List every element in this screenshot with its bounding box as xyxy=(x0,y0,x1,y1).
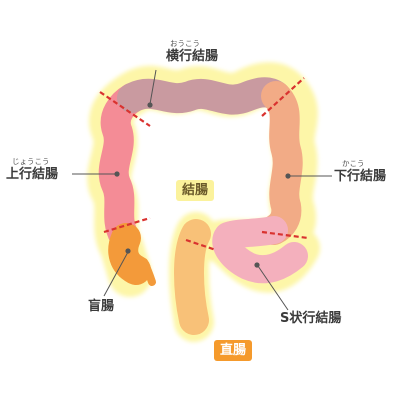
section-dividers xyxy=(99,77,309,252)
leader-dot-descending xyxy=(285,173,291,179)
divider-sigmoid-rectum xyxy=(185,238,217,252)
cecum-label: 盲腸 xyxy=(88,299,115,314)
sigmoid-colon-shape xyxy=(212,216,308,284)
ascending-colon-shape xyxy=(98,83,147,251)
divider-transverse-descending xyxy=(261,77,305,117)
sigmoid-colon-label: S状行結腸 xyxy=(280,311,342,326)
leader-dot-transverse xyxy=(147,102,153,108)
descending-colon-label: 下行結腸 xyxy=(334,169,387,184)
leader-lines xyxy=(72,69,332,311)
leader-cecum xyxy=(103,251,129,297)
divider-ascending-transverse xyxy=(99,91,151,127)
leader-sigmoid xyxy=(257,265,289,311)
rectum-shape xyxy=(174,219,211,335)
transverse-colon-reading: おうこう xyxy=(170,39,200,48)
appendix-shape xyxy=(140,258,156,286)
cecum-shape xyxy=(108,223,151,285)
leader-transverse xyxy=(149,69,157,105)
transverse-colon-label: 横行結腸 xyxy=(166,49,219,64)
rectum-tag: 直腸 xyxy=(214,340,253,361)
leader-dot-cecum xyxy=(125,248,131,254)
leader-dot-ascending xyxy=(114,171,120,177)
descending-colon-shape xyxy=(259,81,303,245)
transverse-colon-shape xyxy=(117,77,291,115)
ascending-colon-label: 上行結腸 xyxy=(6,167,59,182)
divider-ascending-cecum xyxy=(103,216,151,234)
ascending-colon-reading: じょうこう xyxy=(12,157,50,166)
leader-dot-sigmoid xyxy=(254,262,260,268)
descending-colon-reading: かこう xyxy=(342,159,365,168)
colon-tag: 結腸 xyxy=(176,180,215,201)
